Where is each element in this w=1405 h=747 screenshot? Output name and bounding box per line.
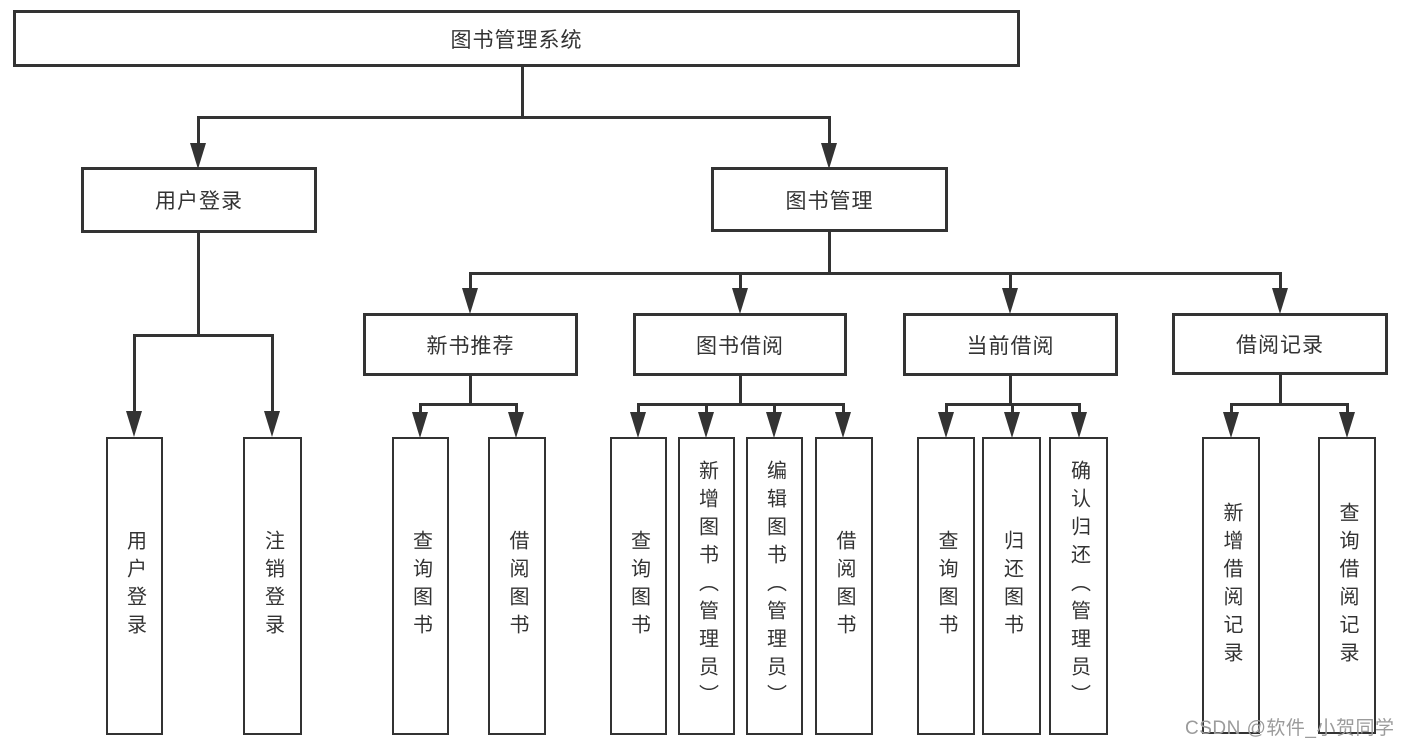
connector-shaft-cb-query xyxy=(945,403,948,414)
leaf-nb-borrow-book: 借阅图书 xyxy=(488,437,546,735)
arrow-down-icon xyxy=(264,411,280,437)
arrow-down-icon xyxy=(1272,288,1288,314)
connector-shaft-bb-add xyxy=(705,403,708,414)
connector-borrow-record-vline xyxy=(1279,373,1282,406)
node-root: 图书管理系统 xyxy=(13,10,1020,67)
connector-shaft-cb-confirm xyxy=(1078,403,1081,414)
arrow-down-icon xyxy=(190,143,206,169)
leaf-cb-confirm-return-admin: 确认归还（管理员） xyxy=(1049,437,1108,735)
connector-book-mgmt-hline xyxy=(469,272,1282,275)
arrow-down-icon xyxy=(821,143,837,169)
node-current-borrow: 当前借阅 xyxy=(903,313,1118,376)
arrow-down-icon xyxy=(938,412,954,438)
connector-shaft-book-borrow xyxy=(739,272,742,290)
leaf-bb-borrow-book: 借阅图书 xyxy=(815,437,873,735)
connector-shaft-bb-edit xyxy=(773,403,776,414)
node-book-borrow: 图书借阅 xyxy=(633,313,847,376)
connector-shaft-br-query xyxy=(1346,403,1349,414)
csdn-watermark: CSDN @软件_小贺同学 xyxy=(1185,718,1395,739)
connector-shaft-new-book xyxy=(469,272,472,290)
connector-new-book-hline xyxy=(419,403,518,406)
arrow-down-icon xyxy=(630,412,646,438)
connector-new-book-vline xyxy=(469,374,472,406)
connector-current-borrow-vline xyxy=(1009,374,1012,406)
leaf-bb-add-book-admin: 新增图书（管理员） xyxy=(678,437,735,735)
connector-user-login-vline xyxy=(197,231,200,336)
connector-shaft-current-borrow xyxy=(1009,272,1012,290)
connector-book-mgmt-vline xyxy=(828,230,831,275)
connector-root-hline xyxy=(197,116,831,119)
arrow-down-icon xyxy=(732,288,748,314)
node-book-mgmt: 图书管理 xyxy=(711,167,948,232)
connector-user-login-hline xyxy=(133,334,274,337)
connector-borrow-record-hline xyxy=(1231,403,1348,406)
connector-shaft-user-login xyxy=(197,116,200,146)
leaf-cb-return-book: 归还图书 xyxy=(982,437,1041,735)
connector-shaft-borrow-record xyxy=(1279,272,1282,290)
arrow-down-icon xyxy=(126,411,142,437)
connector-shaft-ul-login xyxy=(133,334,136,412)
connector-root-vline xyxy=(521,66,524,119)
arrow-down-icon xyxy=(766,412,782,438)
connector-shaft-ul-logout xyxy=(271,334,274,412)
node-user-login: 用户登录 xyxy=(81,167,317,233)
arrow-down-icon xyxy=(1339,412,1355,438)
connector-shaft-br-add xyxy=(1230,403,1233,414)
arrow-down-icon xyxy=(462,288,478,314)
connector-shaft-nb-borrow xyxy=(515,403,518,414)
leaf-bb-edit-book-admin: 编辑图书（管理员） xyxy=(746,437,803,735)
arrow-down-icon xyxy=(698,412,714,438)
node-new-book-recommend: 新书推荐 xyxy=(363,313,578,376)
arrow-down-icon xyxy=(1004,412,1020,438)
leaf-nb-query-book: 查询图书 xyxy=(392,437,449,735)
leaf-user-login: 用户登录 xyxy=(106,437,163,735)
connector-shaft-nb-query xyxy=(419,403,422,414)
connector-book-borrow-vline xyxy=(739,374,742,406)
arrow-down-icon xyxy=(508,412,524,438)
node-borrow-record: 借阅记录 xyxy=(1172,313,1388,375)
arrow-down-icon xyxy=(412,412,428,438)
leaf-bb-query-book: 查询图书 xyxy=(610,437,667,735)
arrow-down-icon xyxy=(1002,288,1018,314)
connector-shaft-cb-return xyxy=(1011,403,1014,414)
leaf-br-query-record: 查询借阅记录 xyxy=(1318,437,1376,734)
connector-shaft-bb-query xyxy=(637,403,640,414)
arrow-down-icon xyxy=(835,412,851,438)
arrow-down-icon xyxy=(1071,412,1087,438)
connector-book-borrow-hline xyxy=(637,403,844,406)
leaf-br-add-record: 新增借阅记录 xyxy=(1202,437,1260,734)
leaf-cb-query-book: 查询图书 xyxy=(917,437,975,735)
leaf-logout: 注销登录 xyxy=(243,437,302,735)
arrow-down-icon xyxy=(1223,412,1239,438)
connector-shaft-bb-borrow xyxy=(842,403,845,414)
connector-shaft-book-mgmt xyxy=(828,116,831,146)
